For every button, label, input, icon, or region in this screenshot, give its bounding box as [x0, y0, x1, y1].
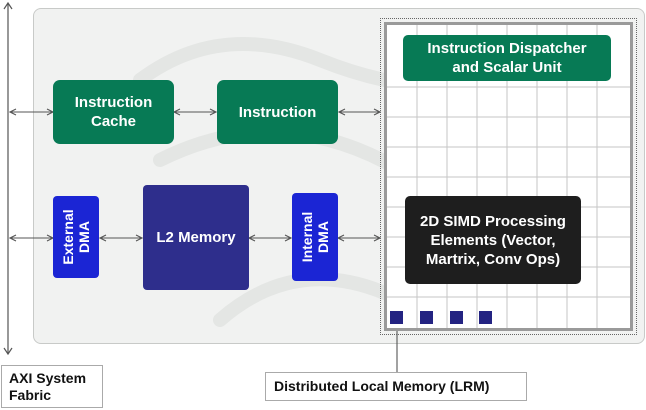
- lrm-label: Distributed Local Memory (LRM): [265, 372, 527, 401]
- instruction-cache-block: Instruction Cache: [53, 80, 174, 144]
- axi-fabric-label: AXI System Fabric: [1, 365, 103, 408]
- internal-dma-block: Internal DMA: [292, 193, 338, 281]
- axi-bus-line: [3, 1, 13, 356]
- instruction-block: Instruction: [217, 80, 338, 144]
- processing-array-outline: [380, 18, 637, 335]
- lrm-bank: [479, 311, 492, 324]
- dispatcher-block: Instruction Dispatcher and Scalar Unit: [403, 35, 611, 81]
- external-dma-label: External DMA: [60, 209, 92, 265]
- lrm-bank: [420, 311, 433, 324]
- lrm-bank: [390, 311, 403, 324]
- internal-dma-label: Internal DMA: [299, 211, 331, 263]
- simd-block: 2D SIMD Processing Elements (Vector, Mar…: [405, 196, 581, 284]
- external-dma-block: External DMA: [53, 196, 99, 278]
- l2-memory-block: L2 Memory: [143, 185, 249, 290]
- lrm-bank: [450, 311, 463, 324]
